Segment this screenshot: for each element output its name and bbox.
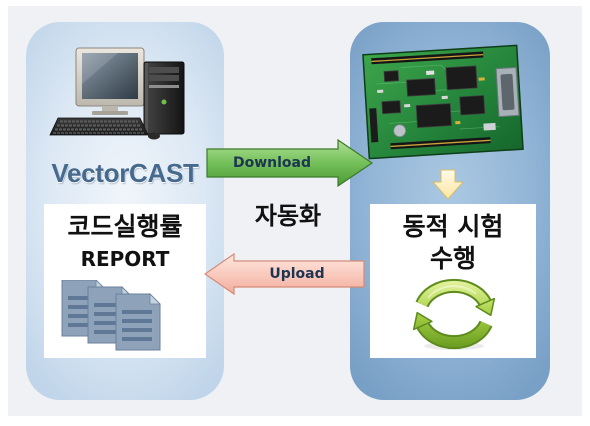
automation-label: 자동화 — [254, 202, 322, 230]
test-box-title-line1: 동적 시험 — [402, 212, 504, 241]
mouse — [148, 132, 160, 140]
vectorcast-logo: VectorCAST — [51, 158, 199, 188]
keyboard — [49, 117, 149, 136]
left-arrow-icon — [204, 253, 365, 295]
components — [377, 70, 496, 138]
chip — [381, 65, 486, 129]
test-box-title-line2: 수행 — [429, 244, 476, 273]
document — [115, 293, 161, 351]
desktop-computer-icon — [49, 47, 185, 140]
report-box: 코드실행률 REPORT — [44, 204, 206, 358]
db9-connector — [495, 66, 520, 118]
refresh-cycle-icon — [412, 278, 496, 350]
pin-header — [369, 51, 491, 150]
monitor — [75, 47, 145, 115]
report-box-subtitle: REPORT — [80, 247, 170, 271]
documents-icon — [61, 280, 161, 351]
download-label: Download — [232, 155, 312, 171]
dynamic-test-box: 동적 시험 수행 — [370, 204, 536, 358]
down-arrow-icon — [432, 169, 464, 200]
upload-label: Upload — [269, 266, 325, 282]
report-box-title: 코드실행률 — [67, 212, 183, 241]
computer-tower — [143, 61, 185, 135]
circuit-board-icon — [362, 44, 524, 160]
right-arrow-icon — [206, 139, 374, 187]
